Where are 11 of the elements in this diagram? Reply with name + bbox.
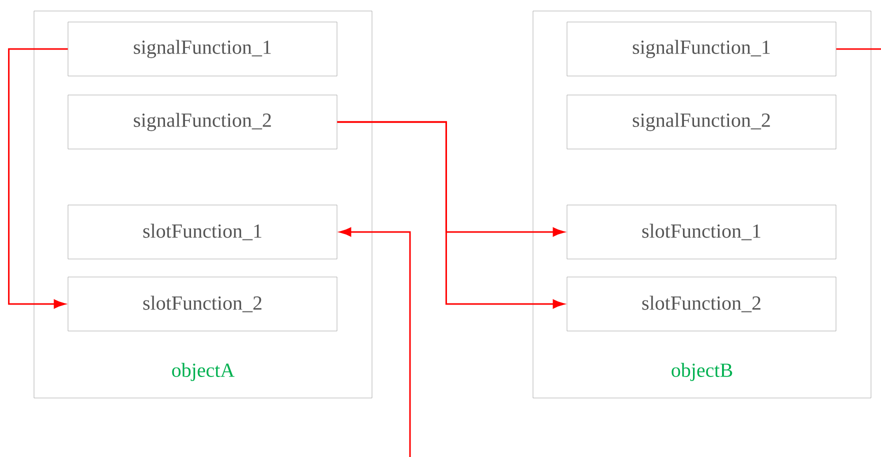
function-box: slotFunction_1 [566,204,836,260]
function-box: slotFunction_1 [68,204,338,260]
function-box: signalFunction_1 [566,22,836,76]
function-box: slotFunction_2 [68,276,338,332]
arrow [8,48,68,308]
function-box: slotFunction_2 [566,276,836,332]
function-box: signalFunction_2 [566,94,836,150]
arrow [340,228,411,457]
function-box: signalFunction_1 [68,22,338,76]
function-box: signalFunction_2 [68,94,338,150]
arrow [337,121,564,308]
